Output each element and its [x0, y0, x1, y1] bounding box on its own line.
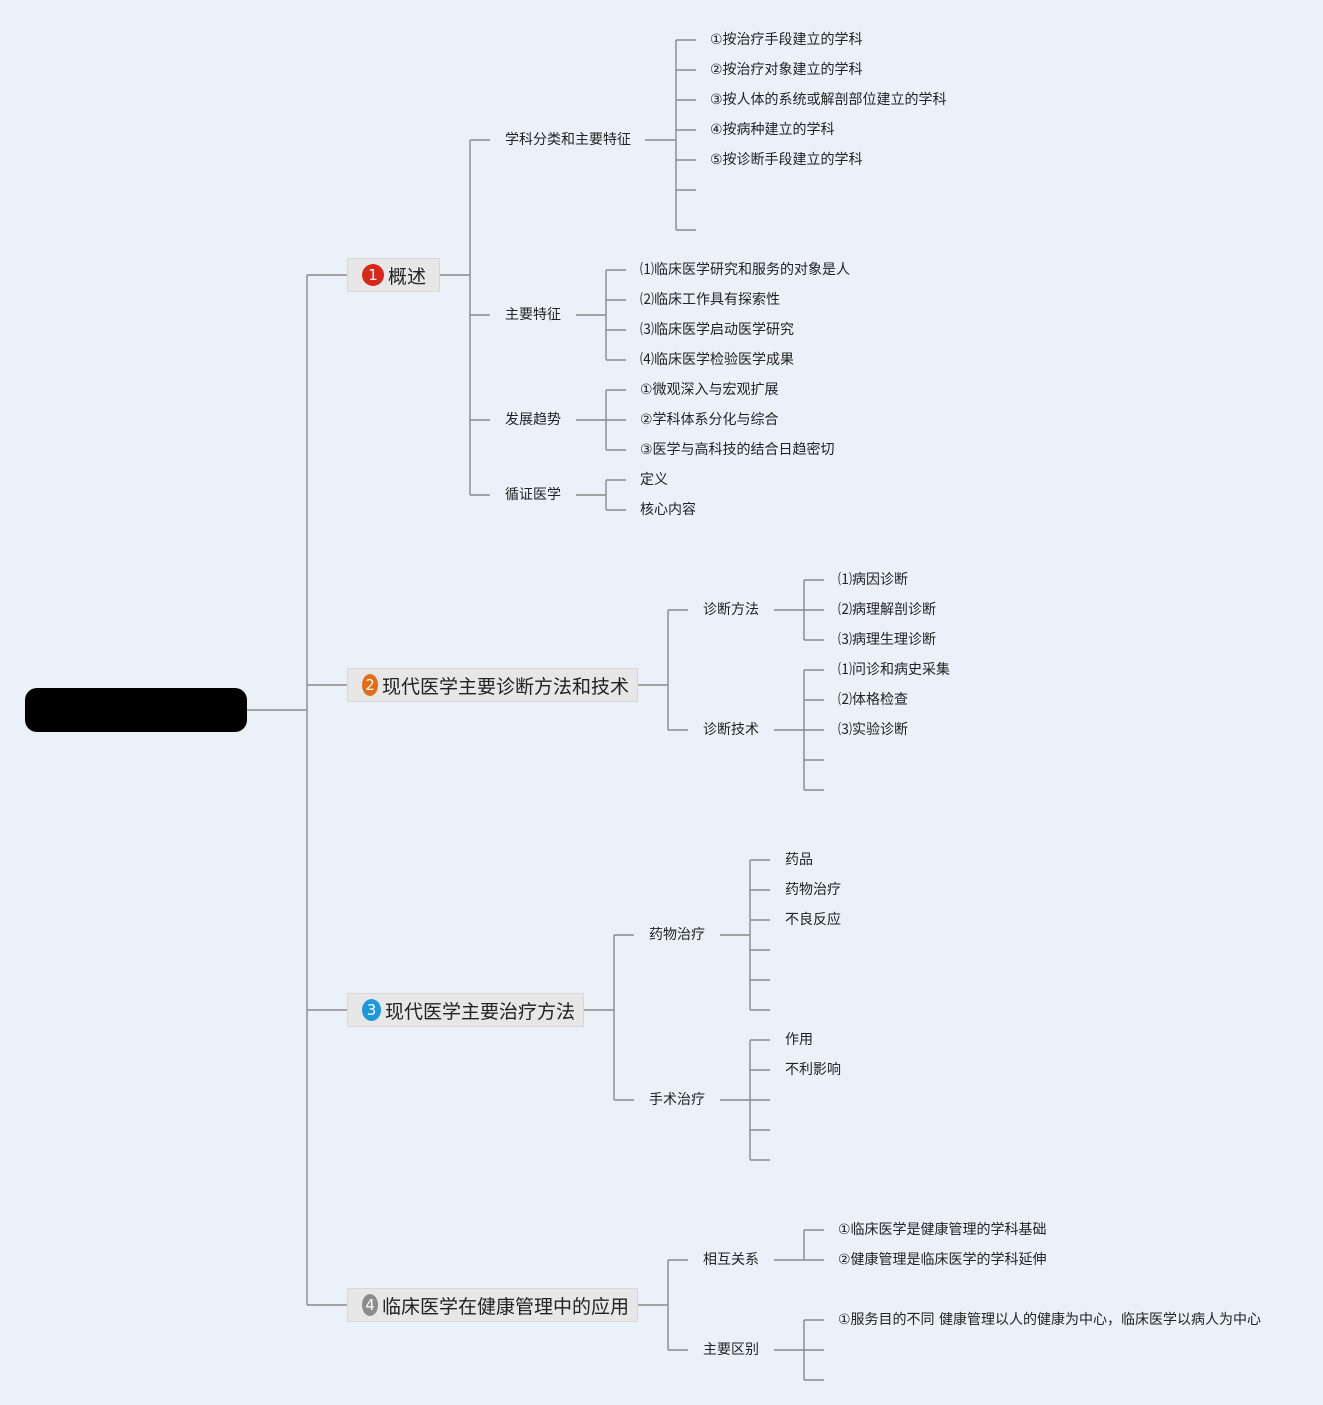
branch-4-node[interactable]: 4 临床医学在健康管理中的应用 — [347, 1288, 638, 1322]
leaf-item[interactable]: ①按治疗手段建立的学科 — [710, 32, 863, 48]
leaf-item[interactable]: 定义 — [640, 472, 668, 488]
leaf-item[interactable]: ②学科体系分化与综合 — [640, 412, 779, 428]
leaf-item[interactable]: ④按病种建立的学科 — [710, 122, 835, 138]
leaf-item[interactable]: ①服务目的不同 健康管理以人的健康为中心，临床医学以病人为中心 — [838, 1312, 1261, 1328]
topic-evidence-based-medicine[interactable]: 循证医学 — [505, 487, 561, 503]
leaf-item[interactable]: ⑵临床工作具有探索性 — [640, 292, 780, 308]
leaf-item[interactable]: 作用 — [785, 1032, 813, 1048]
leaf-item[interactable]: ⑶实验诊断 — [838, 722, 908, 738]
leaf-item[interactable]: ⑶临床医学启动医学研究 — [640, 322, 794, 338]
leaf-item[interactable]: ⑶病理生理诊断 — [838, 632, 936, 648]
topic-main-features[interactable]: 主要特征 — [505, 307, 561, 323]
branch-3-label: 现代医学主要治疗方法 — [384, 1000, 575, 1023]
topic-mutual-relationship[interactable]: 相互关系 — [703, 1252, 759, 1268]
leaf-item[interactable]: ⑵病理解剖诊断 — [838, 602, 936, 618]
leaf-item[interactable]: ⑵体格检查 — [838, 692, 908, 708]
leaf-item[interactable]: ①微观深入与宏观扩展 — [640, 382, 779, 398]
leaf-item[interactable]: 药物治疗 — [785, 882, 841, 898]
branch-2-node[interactable]: 2 现代医学主要诊断方法和技术 — [347, 668, 638, 702]
leaf-item[interactable]: ⑴临床医学研究和服务的对象是人 — [640, 262, 850, 278]
leaf-item[interactable]: 不良反应 — [785, 912, 841, 928]
topic-drug-therapy[interactable]: 药物治疗 — [649, 927, 705, 943]
leaf-item[interactable]: ⑴问诊和病史采集 — [838, 662, 950, 678]
branch-2-label: 现代医学主要诊断方法和技术 — [381, 675, 629, 698]
number-4-icon: 4 — [362, 1294, 378, 1316]
leaf-item[interactable]: 药品 — [785, 852, 813, 868]
leaf-item[interactable]: ②按治疗对象建立的学科 — [710, 62, 863, 78]
number-2-icon: 2 — [362, 674, 378, 696]
leaf-item[interactable]: ⑴病因诊断 — [838, 572, 908, 588]
branch-4-label: 临床医学在健康管理中的应用 — [381, 1295, 629, 1318]
leaf-item[interactable]: ①临床医学是健康管理的学科基础 — [838, 1222, 1047, 1238]
branch-1-node[interactable]: 1 概述 — [347, 258, 440, 292]
leaf-item[interactable]: ⑷临床医学检验医学成果 — [640, 352, 794, 368]
topic-subject-classification[interactable]: 学科分类和主要特征 — [505, 132, 631, 148]
leaf-item[interactable]: ⑤按诊断手段建立的学科 — [710, 152, 863, 168]
leaf-item[interactable]: ②健康管理是临床医学的学科延伸 — [838, 1252, 1047, 1268]
topic-main-differences[interactable]: 主要区别 — [703, 1342, 759, 1358]
branch-3-node[interactable]: 3 现代医学主要治疗方法 — [347, 993, 584, 1027]
leaf-item[interactable]: 不利影响 — [785, 1062, 841, 1078]
number-1-icon: 1 — [362, 264, 384, 286]
topic-development-trends[interactable]: 发展趋势 — [505, 412, 561, 428]
topic-diagnostic-techniques[interactable]: 诊断技术 — [703, 722, 759, 738]
branch-1-label: 概述 — [388, 265, 427, 288]
number-3-icon: 3 — [362, 999, 381, 1021]
leaf-item[interactable]: ③按人体的系统或解剖部位建立的学科 — [710, 92, 947, 108]
leaf-item[interactable]: 核心内容 — [640, 502, 696, 518]
topic-diagnostic-methods[interactable]: 诊断方法 — [703, 602, 759, 618]
root-node[interactable] — [25, 688, 247, 732]
topic-surgical-therapy[interactable]: 手术治疗 — [649, 1092, 705, 1108]
leaf-item[interactable]: ③医学与高科技的结合日趋密切 — [640, 442, 835, 458]
